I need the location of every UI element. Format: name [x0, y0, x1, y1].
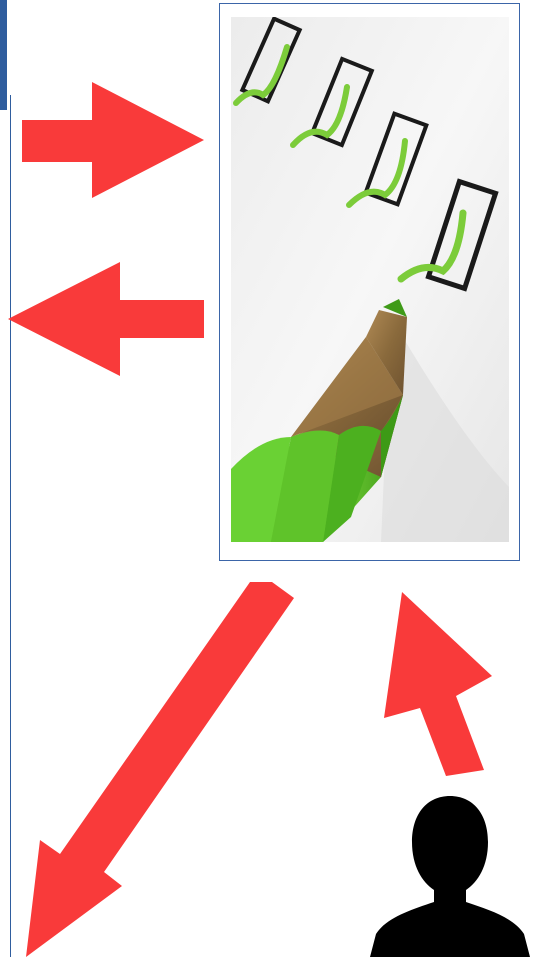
checklist-photo — [231, 17, 509, 542]
arrow-diagonal-down-left — [20, 582, 300, 957]
checklist-photo-frame — [219, 3, 520, 561]
blue-accent-tab — [0, 0, 7, 110]
arrow-left-from-photo — [8, 262, 204, 376]
arrow-up-from-person — [384, 592, 494, 776]
person-silhouette-icon — [364, 792, 536, 957]
left-vertical-rule — [10, 95, 11, 957]
checklist-illustration — [231, 17, 509, 542]
arrow-right-to-photo — [22, 82, 204, 198]
